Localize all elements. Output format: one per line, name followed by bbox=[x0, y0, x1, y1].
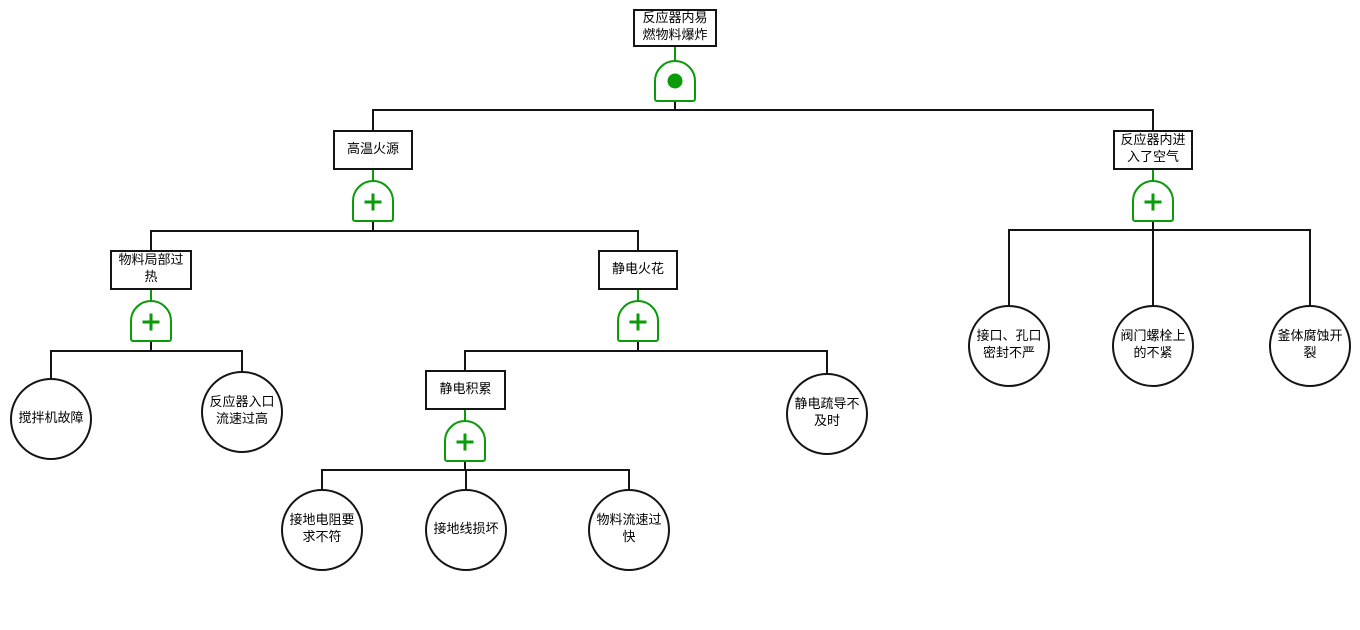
connector-line bbox=[321, 469, 630, 471]
event-box-air-ingress: 反应器内进入了空气 bbox=[1113, 130, 1193, 170]
connector-line bbox=[321, 469, 323, 491]
connector-line bbox=[50, 350, 243, 352]
event-label: 静电疏导不及时 bbox=[794, 397, 860, 429]
connector-line bbox=[1008, 229, 1010, 307]
connector-line bbox=[637, 230, 639, 251]
event-label: 静电积累 bbox=[439, 381, 492, 397]
connector-line bbox=[150, 340, 152, 352]
connector-line bbox=[674, 100, 676, 111]
basic-event-circle-ground-resistance: 接地电阻要求不符 bbox=[281, 489, 363, 571]
event-label: 静电火花 bbox=[611, 261, 664, 277]
event-box-heat-source: 高温火源 bbox=[333, 130, 413, 170]
connector-line bbox=[465, 469, 467, 491]
gate-stem bbox=[150, 289, 152, 301]
connector-line bbox=[637, 340, 639, 352]
or-gate-plus-icon bbox=[142, 313, 160, 331]
basic-event-circle-ground-wire: 接地线损坏 bbox=[425, 489, 507, 571]
and-gate-dot-icon bbox=[667, 73, 683, 89]
event-label: 反应器内进入了空气 bbox=[1120, 133, 1186, 165]
event-box-static-accumulation: 静电积累 bbox=[425, 370, 506, 410]
or-gate-heat-source bbox=[352, 180, 394, 222]
event-label: 物料流速过快 bbox=[596, 513, 662, 545]
connector-line bbox=[372, 109, 374, 131]
connector-line bbox=[1152, 220, 1154, 231]
or-gate-plus-icon bbox=[1144, 193, 1162, 211]
event-box-local-overheat: 物料局部过热 bbox=[110, 250, 192, 290]
or-gate-static-accumulation bbox=[444, 420, 486, 462]
basic-event-circle-vessel-crack: 釜体腐蚀开裂 bbox=[1269, 305, 1351, 387]
connector-line bbox=[241, 350, 243, 373]
or-gate-local-overheat bbox=[130, 300, 172, 342]
connector-line bbox=[372, 109, 1154, 111]
basic-event-circle-valve-bolt: 阀门螺栓上的不紧 bbox=[1112, 305, 1194, 387]
connector-line bbox=[826, 350, 828, 375]
or-gate-static-spark bbox=[617, 300, 659, 342]
event-label: 接口、孔口密封不严 bbox=[976, 329, 1042, 361]
connector-line bbox=[628, 469, 630, 491]
event-label: 搅拌机故障 bbox=[18, 410, 84, 426]
and-gate-top bbox=[654, 60, 696, 102]
event-label: 物料局部过热 bbox=[118, 253, 184, 285]
gate-stem bbox=[1152, 169, 1154, 181]
event-label: 阀门螺栓上的不紧 bbox=[1120, 329, 1186, 361]
connector-line bbox=[464, 460, 466, 471]
basic-event-circle-material-velocity: 物料流速过快 bbox=[588, 489, 670, 571]
connector-line bbox=[1152, 229, 1154, 307]
gate-stem bbox=[372, 169, 374, 181]
event-label: 高温火源 bbox=[346, 141, 399, 157]
basic-event-circle-mixer-failure: 搅拌机故障 bbox=[10, 378, 92, 460]
basic-event-circle-inlet-velocity: 反应器入口流速过高 bbox=[201, 371, 283, 453]
connector-line bbox=[372, 220, 374, 232]
connector-line bbox=[50, 350, 52, 379]
basic-event-circle-port-seal: 接口、孔口密封不严 bbox=[968, 305, 1050, 387]
connector-line bbox=[150, 230, 152, 251]
event-label: 接地电阻要求不符 bbox=[289, 513, 355, 545]
connector-line bbox=[464, 350, 466, 372]
gate-stem bbox=[637, 289, 639, 301]
event-box-top: 反应器内易燃物料爆炸 bbox=[633, 9, 717, 47]
event-label: 反应器入口流速过高 bbox=[209, 395, 275, 427]
event-label: 釜体腐蚀开裂 bbox=[1277, 329, 1343, 361]
gate-stem bbox=[464, 409, 466, 421]
event-label: 接地线损坏 bbox=[433, 521, 499, 537]
or-gate-plus-icon bbox=[456, 433, 474, 451]
connector-line bbox=[150, 230, 639, 232]
basic-event-circle-static-discharge: 静电疏导不及时 bbox=[786, 373, 868, 455]
connector-line bbox=[1152, 109, 1154, 131]
event-box-static-spark: 静电火花 bbox=[598, 250, 678, 290]
gate-stem bbox=[674, 46, 676, 61]
event-label: 反应器内易燃物料爆炸 bbox=[642, 11, 708, 43]
connector-line bbox=[464, 350, 828, 352]
or-gate-plus-icon bbox=[364, 193, 382, 211]
or-gate-plus-icon bbox=[629, 313, 647, 331]
or-gate-air-ingress bbox=[1132, 180, 1174, 222]
connector-line bbox=[1008, 229, 1311, 231]
connector-line bbox=[1309, 229, 1311, 307]
